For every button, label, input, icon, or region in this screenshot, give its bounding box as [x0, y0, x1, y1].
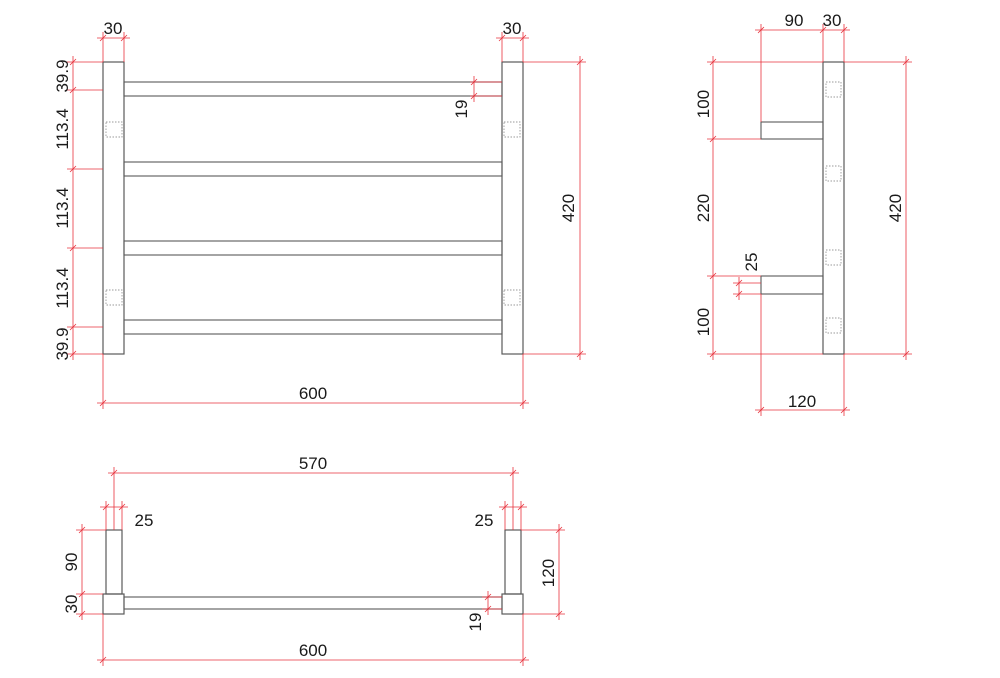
front-view: 30 30 39.9 113.4 11 [53, 19, 586, 409]
side-bracket-3 [825, 249, 842, 266]
plan-right-post [501, 593, 524, 615]
side-bracket-4 [825, 317, 842, 334]
dim-plan-overall-width: 600 [97, 614, 529, 666]
label-front-bottom-offset: 39.9 [53, 327, 72, 360]
label-plan-rail-diameter: 19 [466, 613, 485, 632]
dim-front-rail-diameter: 19 [452, 76, 502, 118]
side-view: 90 30 100 220 100 25 [694, 11, 912, 416]
label-side-overall-depth: 120 [788, 392, 816, 411]
side-post [822, 61, 845, 355]
dim-plan-overall-depth: 120 [521, 524, 565, 620]
dim-side-top: 90 30 [755, 11, 850, 122]
side-upper-arm [760, 121, 824, 140]
rail-1 [123, 81, 503, 97]
left-post [102, 61, 125, 355]
rails [123, 81, 503, 335]
bracket-right-top [503, 121, 521, 138]
rail-3 [123, 240, 503, 256]
dim-plan-left-vertical: 90 30 [62, 524, 106, 620]
plan-right-arm [504, 529, 522, 595]
dim-side-vertical-chain: 100 220 100 [694, 56, 823, 360]
rail-4 [123, 319, 503, 335]
label-front-spacing-3: 113.4 [53, 267, 72, 308]
dim-side-overall-depth: 120 [755, 294, 850, 416]
dim-side-rail-diameter: 25 [733, 253, 761, 300]
label-plan-depth-upper: 90 [62, 553, 81, 572]
side-lower-arm [760, 275, 824, 295]
plan-left-post [102, 593, 125, 615]
bracket-left-bottom [105, 289, 123, 306]
label-plan-overall-depth: 120 [539, 559, 558, 587]
dim-front-vertical-chain: 39.9 113.4 113.4 113.4 39.9 [53, 56, 103, 361]
label-front-post-left: 30 [104, 19, 123, 38]
label-front-spacing-2: 113.4 [53, 187, 72, 228]
dim-plan-rail-left: 25 [100, 501, 153, 530]
dim-plan-inner-span: 570 [108, 454, 519, 530]
label-plan-overall-width: 600 [299, 641, 327, 660]
dim-side-overall-height: 420 [844, 56, 912, 360]
plan-view: 570 25 25 90 30 [62, 454, 565, 666]
side-bracket-1 [825, 81, 842, 98]
dim-plan-rail-right: 25 [475, 501, 527, 530]
plan-rail [123, 596, 503, 610]
label-side-post-width: 30 [823, 11, 842, 30]
label-plan-inner-span: 570 [299, 454, 327, 473]
label-side-overall-height: 420 [886, 194, 905, 222]
dim-front-overall-height: 420 [523, 56, 586, 360]
dim-front-overall-width: 600 [97, 354, 529, 409]
label-front-post-right: 30 [503, 19, 522, 38]
label-side-upper-depth: 90 [785, 11, 804, 30]
label-plan-depth-lower: 30 [62, 595, 81, 614]
label-front-rail-diameter: 19 [452, 100, 471, 119]
side-bracket-2 [825, 165, 842, 182]
dim-front-post-left: 30 [97, 19, 130, 62]
label-plan-rail-left: 25 [135, 511, 154, 530]
label-side-bottom-offset: 100 [694, 308, 713, 336]
label-plan-rail-right: 25 [475, 511, 494, 530]
plan-left-arm [105, 529, 123, 595]
label-side-rail-diameter: 25 [742, 253, 761, 272]
label-side-top-offset: 100 [694, 90, 713, 118]
label-front-top-offset: 39.9 [53, 59, 72, 92]
rail-2 [123, 161, 503, 177]
label-front-overall-width: 600 [299, 384, 327, 403]
right-post [501, 61, 524, 355]
label-front-spacing-1: 113.4 [53, 108, 72, 149]
bracket-right-bottom [503, 289, 521, 306]
bracket-left-top [105, 121, 123, 138]
dim-plan-rail-diameter: 19 [466, 591, 502, 631]
label-side-middle-span: 220 [694, 194, 713, 222]
label-front-overall-height: 420 [559, 194, 578, 222]
dim-front-post-right: 30 [496, 19, 529, 62]
